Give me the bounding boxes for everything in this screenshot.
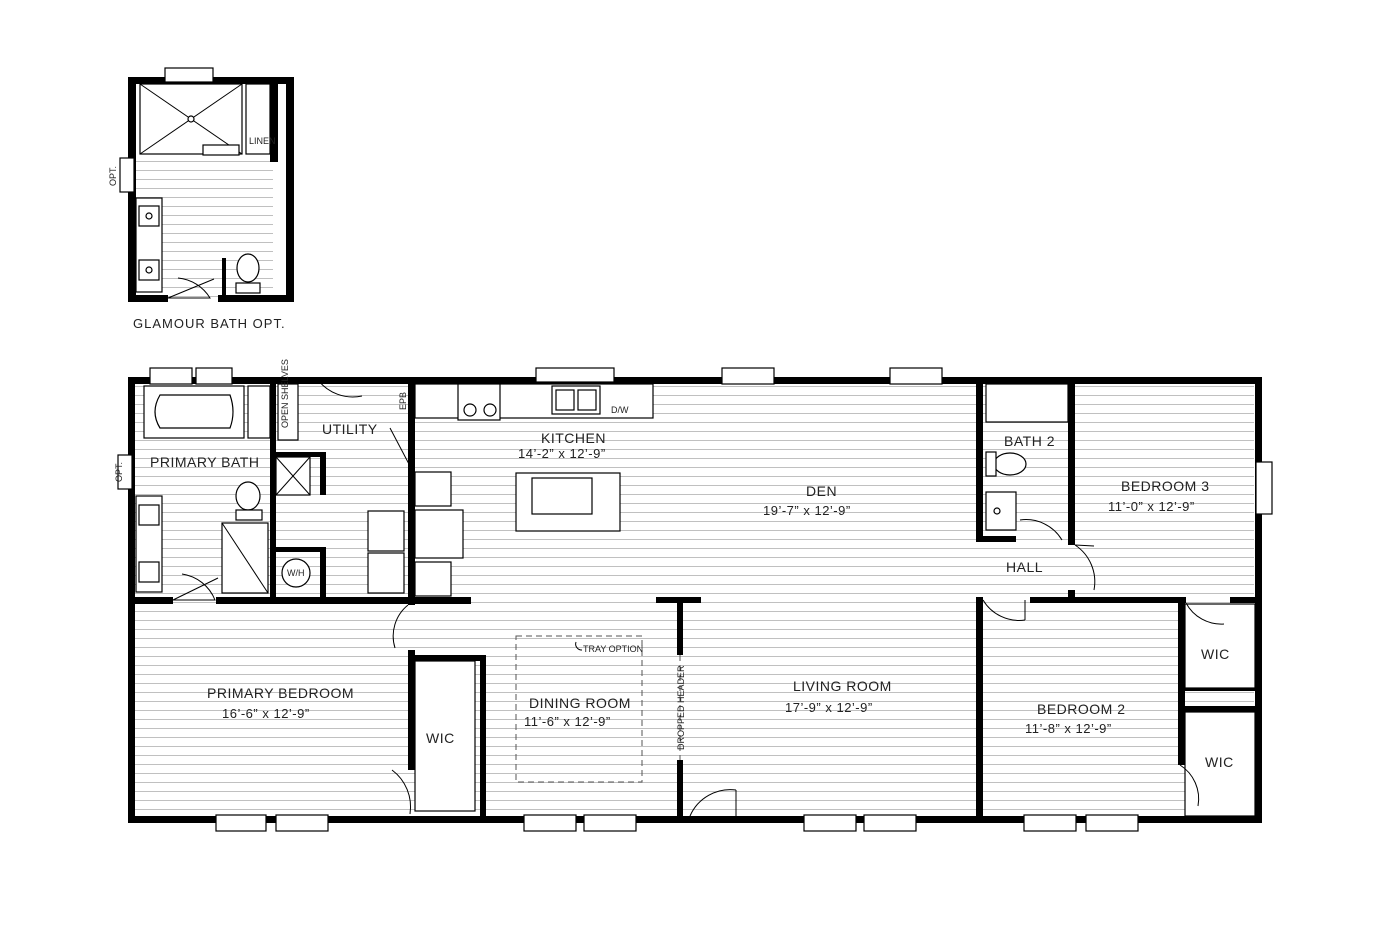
bedroom-3-dimensions: 11’-0” x 12’-9” [1108,499,1195,514]
tray-option-label: TRAY OPTION [583,644,643,654]
living-room-label: LIVING ROOM [793,678,892,694]
water-heater-label: W/H [287,568,305,578]
open-shelves-label: OPEN SHELVES [280,359,290,428]
dining-room-dimensions: 11’-6” x 12’-9” [524,714,611,729]
primary-bedroom-label: PRIMARY BEDROOM [207,685,354,701]
linen-label: LINEN [249,136,276,146]
dropped-header-label: DROPPED HEADER [676,665,686,750]
glamour-bath-caption: GLAMOUR BATH OPT. [133,316,286,331]
den-dimensions: 19’-7” x 12’-9” [763,503,851,518]
main-floor: OPT. OPEN SHELVES EPB W/H D/W [114,359,1273,832]
primary-bath-opt-label: OPT. [114,462,124,482]
kitchen-label: KITCHEN [541,430,606,446]
bedroom-2-wic-lower-label: WIC [1205,754,1234,770]
primary-wic-label: WIC [426,730,455,746]
glamour-opt-label: OPT. [108,166,118,186]
hall-label: HALL [1006,559,1043,575]
utility-label: UTILITY [322,421,378,437]
bedroom-2-label: BEDROOM 2 [1037,701,1126,717]
primary-bedroom-dimensions: 16’-6” x 12’-9” [222,706,310,721]
dining-room-label: DINING ROOM [529,695,631,711]
bath-2-label: BATH 2 [1004,433,1055,449]
dishwasher-label: D/W [611,405,629,415]
living-room-dimensions: 17’-9” x 12’-9” [785,700,873,715]
kitchen-dimensions: 14’-2” x 12’-9” [518,446,606,461]
bedroom-2-wic-upper-label: WIC [1201,646,1230,662]
epb-label: EPB [398,392,408,410]
primary-bath-label: PRIMARY BATH [150,454,259,470]
bedroom-3-label: BEDROOM 3 [1121,478,1210,494]
den-label: DEN [806,483,837,499]
glamour-bath-option: LINEN OPT. GLAMOUR BATH OPT. [108,67,294,331]
bedroom-2-dimensions: 11’-8” x 12’-9” [1025,721,1112,736]
